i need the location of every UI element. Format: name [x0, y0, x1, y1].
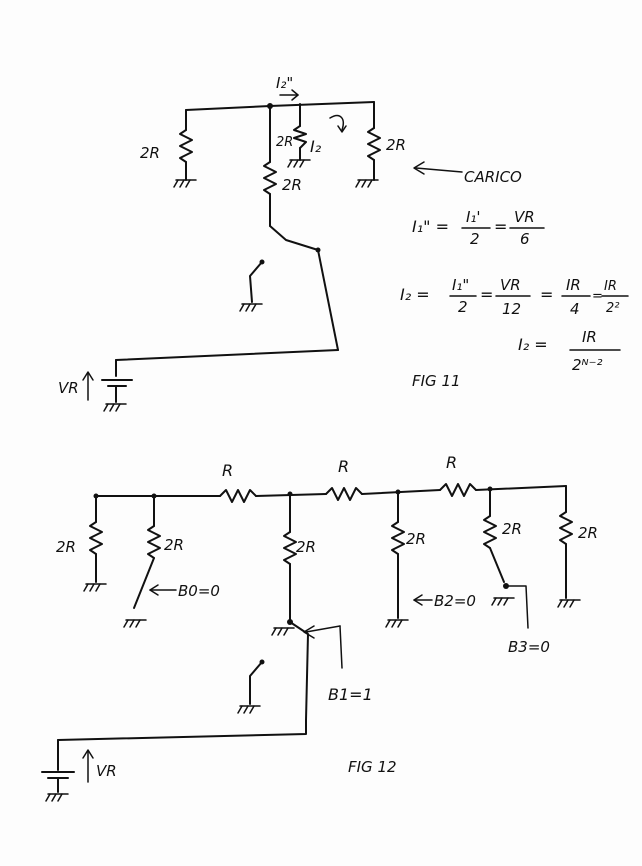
fig11-resistor-series [263, 161, 277, 195]
fig11-label-2r-inner: 2R [276, 135, 293, 150]
eq3-den: 2ᴺ⁻² [572, 356, 603, 374]
fig12-resistor-2r-a [89, 521, 103, 555]
fig11-label-carico: CARICO [464, 168, 522, 186]
fig12-resistor-2r-b2 [391, 521, 405, 555]
fig12-label-b2: B2=0 [434, 592, 476, 610]
fig12-label-r3: R [446, 453, 457, 472]
eq2-d-num: IR [604, 279, 617, 294]
fig12-label-b1: B1=1 [328, 685, 373, 704]
eq1-rhs-den: 6 [520, 230, 530, 248]
fig11-switch-wire [269, 225, 319, 251]
fig12-label-b0: B0=0 [178, 582, 220, 600]
eq2-b-den: 12 [502, 300, 521, 318]
fig11-equation-2: I₂ = I₁" 2 = VR 12 = IR 4 = IR 2² [400, 276, 629, 318]
eq1-mid-num: I₁' [466, 208, 481, 226]
fig12-ground-b3 [491, 597, 515, 606]
eq3-num: IR [582, 328, 597, 346]
fig11-ground-battery [103, 403, 127, 412]
eq1-rhs-num: VR [514, 208, 535, 226]
eq2-a-den: 2 [458, 298, 468, 316]
fig11-resistor-left [179, 129, 193, 163]
svg-text:=: = [494, 217, 507, 236]
fig12-resistor-2r-load [559, 511, 573, 545]
fig12-resistor-r2 [325, 487, 363, 501]
eq2-lhs: I₂ = [400, 285, 430, 304]
svg-text:=: = [480, 285, 493, 304]
fig12-return-wire [57, 719, 307, 741]
fig11-top-bus [185, 101, 375, 111]
fig12-label-r2: R [338, 457, 349, 476]
fig11-resistor-inner [293, 125, 307, 149]
fig11-ground-right [355, 179, 379, 188]
fig11-label-2r-left: 2R [140, 144, 160, 162]
eq1-lhs: I₁" = [412, 217, 449, 236]
fig12-label-2r-b: 2R [164, 536, 184, 554]
eq2-a-num: I₁" [452, 276, 469, 294]
svg-text:=: = [540, 285, 553, 304]
fig12-resistor-r3 [439, 483, 477, 497]
fig12-ground-battery [45, 793, 69, 802]
fig12-circuit [41, 483, 581, 802]
fig12-label-2r-e: 2R [502, 520, 522, 538]
fig12-resistor-2r-b1 [283, 531, 297, 565]
fig12-caption: FIG 12 [348, 758, 397, 776]
fig11-ground-switch [239, 303, 263, 312]
fig12-ground-b1-top [271, 627, 295, 636]
eq3-lhs: I₂ = [518, 335, 548, 354]
fig11-equation-3: I₂ = IR 2ᴺ⁻² [518, 328, 621, 374]
fig12-ground-b0 [123, 619, 147, 628]
fig12-ground-b2 [385, 619, 409, 628]
fig12-ground-b1 [237, 705, 261, 714]
fig12-ground-a [83, 583, 107, 592]
fig12-label-2r-f: 2R [578, 524, 598, 542]
fig12-label-2r-d: 2R [406, 530, 426, 548]
fig11-label-2r-load: 2R [386, 136, 406, 154]
fig11-i2-arrow [329, 114, 344, 131]
fig11-equation-1: I₁" = I₁' 2 = VR 6 [412, 208, 545, 248]
eq2-d-den: 2² [606, 301, 619, 316]
eq2-b-num: VR [500, 276, 521, 294]
fig12-label-vr: VR [96, 762, 117, 780]
fig11-ground-inner [287, 159, 311, 168]
fig12-label-b3: B3=0 [508, 638, 550, 656]
fig12-label-r1: R [222, 461, 233, 480]
fig11-label-2r-series: 2R [282, 176, 302, 194]
fig11-carico-arrow [415, 167, 463, 173]
fig11-label-i2: I₂ [310, 137, 322, 156]
fig12-ground-load [557, 599, 581, 608]
fig12-b1-arrow [305, 625, 341, 633]
fig11-return-wire [115, 349, 339, 361]
fig11-resistor-load [367, 127, 381, 161]
fig12-resistor-2r-b3 [483, 515, 497, 549]
svg-text:=: = [592, 289, 603, 304]
fig12-label-2r-a: 2R [56, 538, 76, 556]
fig12-resistor-r1 [219, 489, 257, 503]
fig11-label-vr: VR [58, 379, 79, 397]
fig12-label-2r-c: 2R [296, 538, 316, 556]
fig11-ground-left [173, 179, 197, 188]
fig11-circuit [82, 89, 463, 412]
eq1-mid-den: 2 [470, 230, 480, 248]
fig11-label-current: I₂" [276, 74, 293, 92]
eq2-c-num: IR [566, 276, 581, 294]
fig12-resistor-2r-b0 [147, 525, 161, 559]
eq2-c-den: 4 [570, 300, 580, 318]
fig11-caption: FIG 11 [412, 372, 461, 390]
